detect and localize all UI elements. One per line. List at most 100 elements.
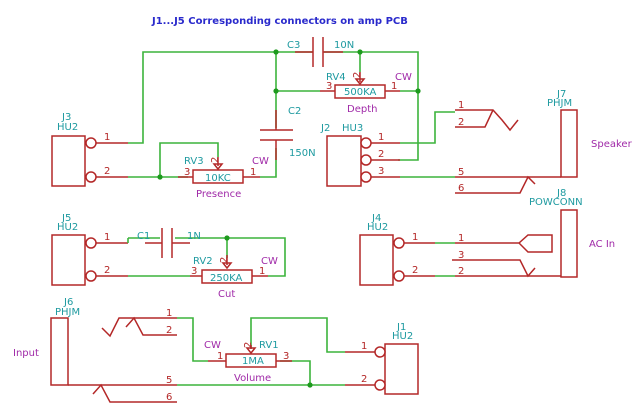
potentiometer-rv1[interactable]: CW RV1 2 1 3 1MA Volume <box>204 340 292 384</box>
wiper-arrow-icon <box>354 78 366 86</box>
pin-number: 5 <box>166 375 172 386</box>
j2-pin-socket <box>360 154 372 166</box>
j8-body <box>560 209 578 278</box>
c3-value: 10N <box>334 40 354 51</box>
connector-j5[interactable]: J5 HU2 1 2 <box>51 213 128 286</box>
rv3-label: Presence <box>196 189 241 200</box>
j1-pin-socket <box>374 346 386 358</box>
j4-value: HU2 <box>367 222 388 233</box>
c1-ref: C1 <box>137 231 150 242</box>
potentiometer-rv3[interactable]: RV3 CW 2 3 1 10KC Presence <box>178 156 269 200</box>
pin-number: 2 <box>104 265 110 276</box>
j1-ref: J1 <box>396 322 406 333</box>
pin-number: 5 <box>458 167 464 178</box>
wire-rv3-wiper <box>159 142 219 177</box>
jack-j6[interactable]: J6 PHJM 1 2 5 6 Input <box>13 297 177 403</box>
j7-sleeve-switch <box>455 175 536 194</box>
j8-ref: J8 <box>556 188 566 199</box>
junction <box>157 174 163 180</box>
j3-body <box>51 135 86 187</box>
wire-rv1-3 <box>280 360 311 385</box>
wiper-arrow-icon <box>221 262 233 270</box>
speaker-label: Speaker <box>591 139 633 150</box>
rv4-value: 500KA <box>344 87 376 98</box>
j8-value: POWCONN <box>529 197 583 208</box>
j3-pin-socket <box>85 137 97 149</box>
input-label: Input <box>13 348 39 359</box>
pin-number: 2 <box>458 117 464 128</box>
j6-value: PHJM <box>55 307 80 318</box>
junction <box>273 88 279 94</box>
pin-number: 2 <box>378 149 384 160</box>
j5-pin-socket <box>85 237 97 249</box>
j4-ref: J4 <box>371 213 381 224</box>
rv3-ref: RV3 <box>184 156 204 167</box>
j7-sleeve <box>560 109 578 178</box>
rv2-cw: CW <box>261 256 278 267</box>
junction <box>224 235 230 241</box>
capacitor-c3[interactable]: C3 10N <box>287 37 354 67</box>
connector-j1[interactable]: J1 HU2 1 2 <box>345 322 419 395</box>
rv2-label: Cut <box>218 289 235 300</box>
pin-number: 2 <box>219 257 230 263</box>
pin-number: 6 <box>166 392 172 403</box>
pin-number: 1 <box>250 167 256 178</box>
pin-number: 1 <box>412 232 418 243</box>
j5-body <box>51 234 86 286</box>
junction <box>357 49 363 55</box>
pin-number: 3 <box>184 167 190 178</box>
rv3-cw: CW <box>252 156 269 167</box>
j1-pin-socket <box>374 379 386 391</box>
pin-number: 3 <box>458 250 464 261</box>
pin-number: 2 <box>352 72 363 78</box>
pin-number: 2 <box>458 266 464 277</box>
wires <box>128 51 455 386</box>
j7-switch-contact <box>455 109 494 128</box>
junction <box>273 49 279 55</box>
c2-ref: C2 <box>288 106 301 117</box>
junction <box>415 88 421 94</box>
pin-number: 3 <box>191 266 197 277</box>
pin-number: 2 <box>210 157 221 163</box>
schematic-title: J1...J5 Corresponding connectors on amp … <box>151 16 408 27</box>
j1-body <box>384 343 419 395</box>
rv1-label: Volume <box>234 373 271 384</box>
rv1-value: 1MA <box>242 356 264 367</box>
connector-j2[interactable]: J2 HU3 1 2 3 <box>320 123 400 187</box>
pin-number: 1 <box>217 351 223 362</box>
pin-number: 2 <box>104 166 110 177</box>
connector-j4[interactable]: J4 HU2 1 2 <box>359 213 435 286</box>
capacitor-c1[interactable]: C1 1N <box>137 228 201 258</box>
pin-number: 6 <box>458 183 464 194</box>
power-connector-j8[interactable]: J8 POWCONN 1 3 2 AC In <box>452 188 615 278</box>
j3-pin-socket <box>85 171 97 183</box>
potentiometer-rv2[interactable]: RV2 CW 2 3 1 250KA Cut <box>190 255 278 300</box>
wire-rv1-j1 <box>250 317 345 353</box>
j1-value: HU2 <box>392 331 413 342</box>
capacitor-c2[interactable]: C2 150N <box>260 106 316 160</box>
jack-j7[interactable]: J7 PHJM 1 2 5 6 Speaker <box>455 89 633 194</box>
j6-tip-contact <box>101 317 177 338</box>
j2-value: HU3 <box>342 123 363 134</box>
j2-body <box>326 135 362 187</box>
j5-ref: J5 <box>61 213 71 224</box>
wire-c3-rv4-j2 <box>324 51 419 161</box>
wire-j2-j7 <box>400 111 455 144</box>
j4-pin-socket <box>393 237 405 249</box>
j4-body <box>359 234 394 286</box>
wire-c1-rv2 <box>175 237 286 277</box>
wiper-arrow-icon <box>212 163 224 171</box>
j6-sleeve-switch <box>92 383 177 403</box>
j3-value: HU2 <box>57 122 78 133</box>
connector-j3[interactable]: J3 HU2 1 2 <box>51 112 128 187</box>
j7-value: PHJM <box>547 98 572 109</box>
j5-pin-socket <box>85 270 97 282</box>
pin-number: 1 <box>378 132 384 143</box>
pin-number: 3 <box>283 351 289 362</box>
rv4-cw: CW <box>395 72 412 83</box>
ac-in-label: AC In <box>589 239 615 250</box>
rv2-value: 250KA <box>210 273 242 284</box>
potentiometer-rv4[interactable]: RV4 CW 2 3 1 500KA Depth <box>320 72 412 115</box>
j8-pin1-contact <box>455 234 553 253</box>
pin-number: 1 <box>259 266 265 277</box>
